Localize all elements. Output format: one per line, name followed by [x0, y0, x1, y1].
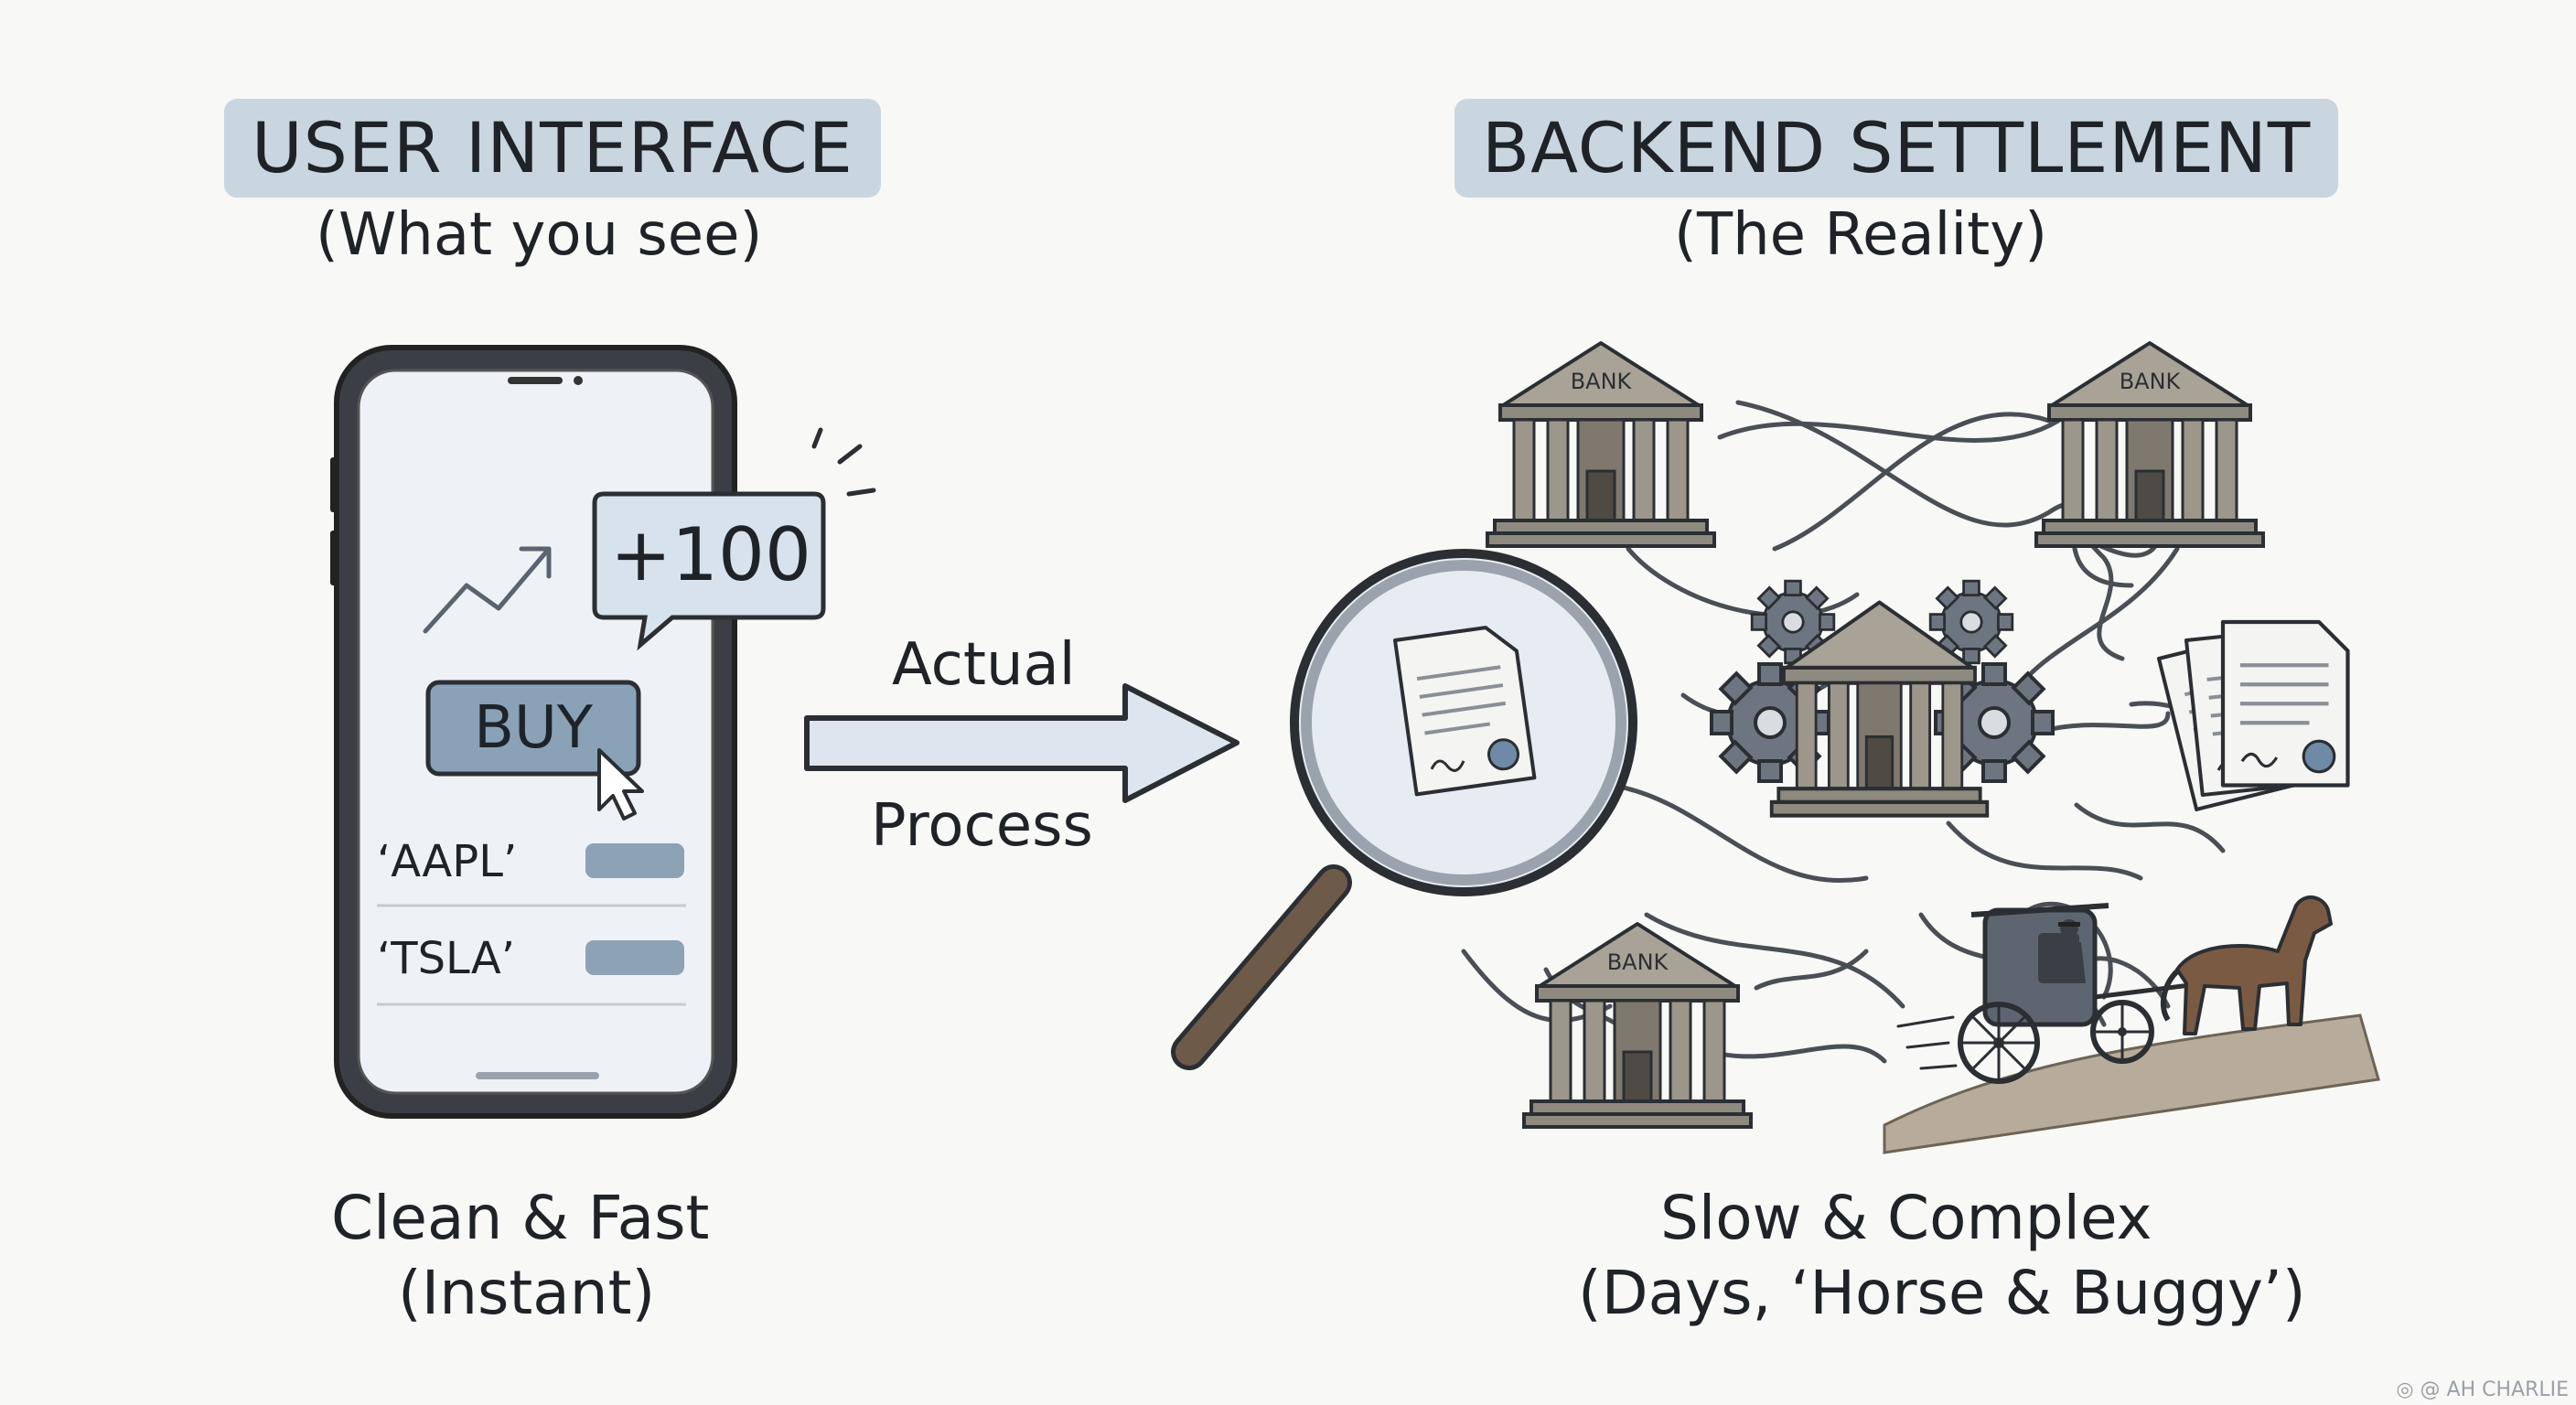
buy-button[interactable]: BUY	[474, 694, 593, 762]
burst-lines-icon	[811, 427, 876, 497]
ui-title: USER INTERFACE	[224, 99, 881, 198]
backend-title: BACKEND SETTLEMENT	[1454, 99, 2339, 198]
cursor-icon	[597, 748, 644, 820]
ui-caption-line2: (Instant)	[398, 1258, 656, 1328]
watermark: ◎ @ AH CHARLIE	[2396, 1378, 2569, 1401]
horse-and-buggy-icon	[1883, 896, 2380, 1154]
backend-caption-line2: (Days, ‘Horse & Buggy’)	[1578, 1258, 2306, 1328]
backend-caption-line1: Slow & Complex	[1660, 1183, 2152, 1253]
bank-label-bottom-left: BANK	[1607, 949, 1669, 975]
notification-bubble	[592, 491, 826, 651]
phone-camera-icon	[574, 376, 583, 385]
arrow-label-bottom: Process	[871, 792, 1093, 860]
notification-value: +100	[610, 512, 811, 597]
ticker-aapl: ‘AAPL’	[377, 836, 518, 887]
magnifying-glass-icon	[1171, 549, 1637, 1070]
bank-label-top-left: BANK	[1571, 369, 1633, 394]
aapl-value-bar	[585, 843, 684, 878]
tsla-value-bar	[585, 940, 684, 975]
home-indicator	[476, 1072, 599, 1079]
backend-subtitle: (The Reality)	[1674, 201, 2048, 269]
trend-up-icon	[423, 546, 552, 634]
bank-label-top-right: BANK	[2120, 369, 2182, 394]
ui-caption-line1: Clean & Fast	[331, 1183, 710, 1253]
ticker-tsla: ‘TSLA’	[377, 933, 515, 984]
document-stack-icon	[2157, 622, 2348, 811]
phone-speaker	[508, 377, 563, 384]
buy-button-shape	[425, 680, 641, 777]
arrow-label-top: Actual	[892, 631, 1076, 699]
ui-subtitle: (What you see)	[316, 201, 763, 269]
